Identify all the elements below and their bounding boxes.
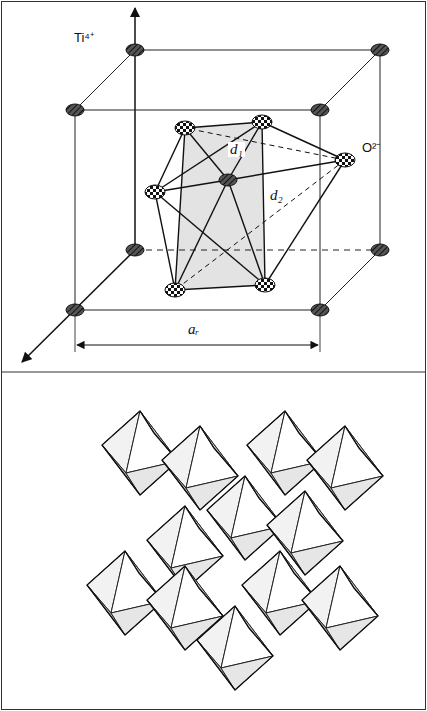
ion-label: Ti⁴⁺	[72, 30, 96, 45]
octahedra-chains	[87, 411, 383, 690]
ion-label: O²⁻	[360, 140, 382, 155]
distance-label: d₁	[228, 142, 245, 157]
lattice-parameter-label: aᵣ	[186, 322, 201, 337]
distance-label: d₂	[268, 188, 285, 203]
